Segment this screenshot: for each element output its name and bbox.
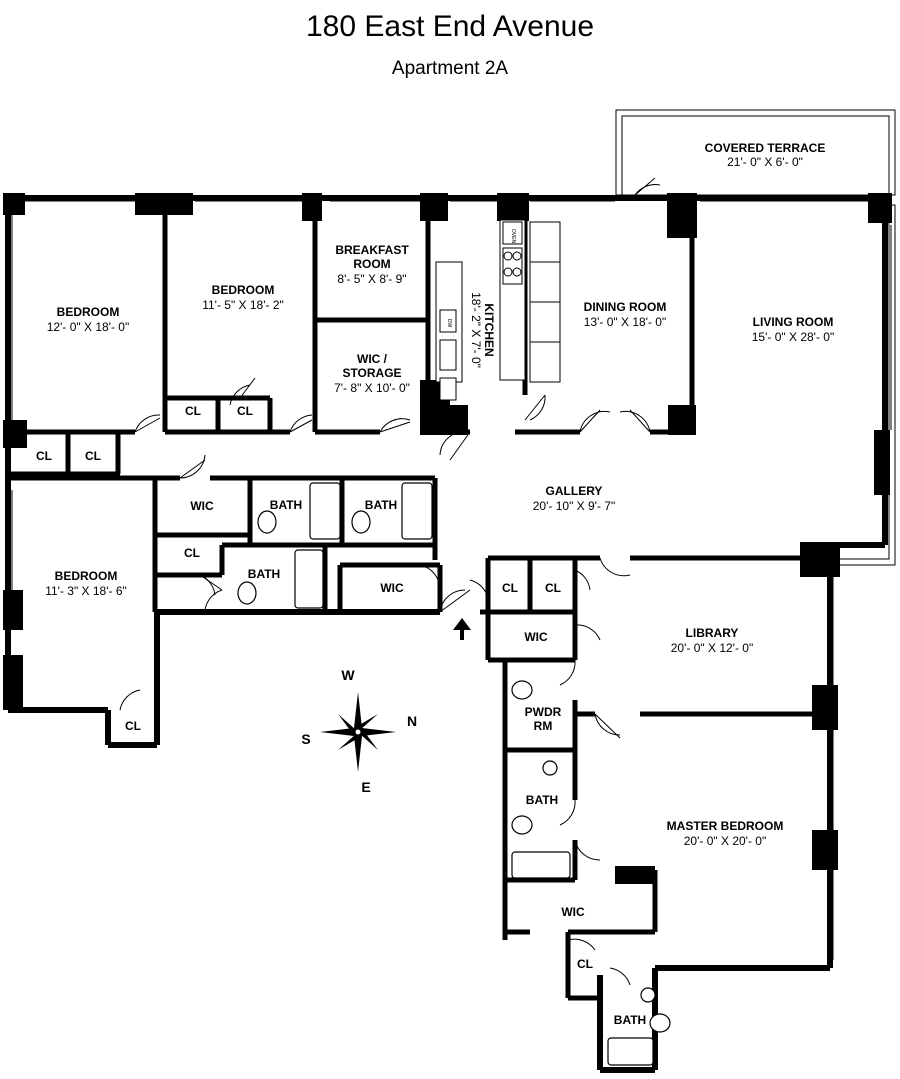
toilet-icon xyxy=(511,680,533,700)
bath-fixtures xyxy=(237,482,671,1066)
dims-gallery: 20'- 10" X 9'- 7" xyxy=(533,499,615,513)
room-gallery: GALLERY xyxy=(546,484,603,498)
room-breakfast-1: BREAKFAST xyxy=(335,243,409,257)
room-wic-storage-1: WIC / xyxy=(357,352,388,366)
dryer-icon xyxy=(439,377,457,401)
label-cl: CL xyxy=(577,957,593,971)
label-cl: CL xyxy=(85,449,101,463)
room-bedroom-1: BEDROOM xyxy=(57,305,120,319)
oven-icon xyxy=(502,221,523,245)
bathtub-icon xyxy=(294,549,324,609)
room-kitchen: KITCHEN xyxy=(482,303,496,356)
dims-dining: 13'- 0" X 18'- 0" xyxy=(584,315,666,329)
compass-n: N xyxy=(407,713,417,729)
plan-title: 180 East End Avenue xyxy=(305,10,595,43)
label-bath: BATH xyxy=(270,498,302,512)
compass-rose-icon xyxy=(320,692,396,772)
room-covered-terrace: COVERED TERRACE xyxy=(705,141,826,155)
oven-label: OVEN xyxy=(510,229,516,244)
toilet-icon xyxy=(649,1013,671,1033)
room-wic-storage-2: STORAGE xyxy=(342,366,401,380)
sink-icon xyxy=(640,987,656,1003)
room-bedroom-2: BEDROOM xyxy=(212,283,275,297)
room-breakfast-2: ROOM xyxy=(353,257,390,271)
label-wic: WIC xyxy=(190,499,214,513)
dishwasher-icon xyxy=(439,309,457,333)
dims-library: 20'- 0" X 12'- 0" xyxy=(671,641,753,655)
label-cl: CL xyxy=(545,581,561,595)
dims-living: 15'- 0" X 28'- 0" xyxy=(752,330,834,344)
sink-icon xyxy=(439,339,457,371)
label-wic: WIC xyxy=(524,630,548,644)
label-cl: CL xyxy=(185,404,201,418)
toilet-icon xyxy=(257,510,277,534)
sink-icon xyxy=(542,760,558,776)
interior-walls xyxy=(8,198,830,1001)
dims-master-bedroom: 20'- 0" X 20'- 0" xyxy=(684,834,766,848)
dims-wic-storage: 7'- 8" X 10'- 0" xyxy=(334,381,410,395)
label-wic: WIC xyxy=(380,581,404,595)
label-bath: BATH xyxy=(526,793,558,807)
room-living: LIVING ROOM xyxy=(753,315,834,329)
label-bath: BATH xyxy=(365,498,397,512)
room-pwdr-1: PWDR xyxy=(525,705,562,719)
toilet-icon xyxy=(237,581,257,605)
label-cl: CL xyxy=(36,449,52,463)
dims-bedroom-2: 11'- 5" X 18'- 2" xyxy=(202,298,284,312)
bathtub-icon xyxy=(511,851,571,879)
entrance-arrow-icon xyxy=(453,618,471,640)
label-cl: CL xyxy=(502,581,518,595)
room-master-bedroom: MASTER BEDROOM xyxy=(667,819,784,833)
bathtub-icon xyxy=(607,1037,654,1066)
kitchen-fixtures xyxy=(435,219,561,401)
compass-s: S xyxy=(301,731,310,747)
label-bath: BATH xyxy=(248,567,280,581)
toilet-icon xyxy=(351,510,371,534)
label-bath: BATH xyxy=(614,1013,646,1027)
label-cl: CL xyxy=(184,546,200,560)
dw-label: DW xyxy=(446,319,452,328)
label-cl: CL xyxy=(125,719,141,733)
label-wic: WIC xyxy=(561,905,585,919)
door-swings xyxy=(119,177,661,986)
toilet-icon xyxy=(511,815,533,835)
compass-w: W xyxy=(341,667,355,683)
label-cl: CL xyxy=(237,404,253,418)
dims-bedroom-3: 11'- 3" X 18'- 6" xyxy=(45,584,127,598)
bathtub-icon xyxy=(309,482,341,540)
room-bedroom-3: BEDROOM xyxy=(55,569,118,583)
dims-covered-terrace: 21'- 0" X 6'- 0" xyxy=(727,155,803,169)
bathtub-icon xyxy=(401,482,433,540)
dims-bedroom-1: 12'- 0" X 18'- 0" xyxy=(47,320,129,334)
compass-e: E xyxy=(361,779,370,795)
dims-breakfast: 8'- 5" X 8'- 9" xyxy=(337,272,406,286)
plan-subtitle: Apartment 2A xyxy=(391,58,509,79)
room-pwdr-2: RM xyxy=(534,719,553,733)
room-dining: DINING ROOM xyxy=(584,300,667,314)
room-library: LIBRARY xyxy=(686,626,739,640)
dims-kitchen: 18'- 2" X 7'- 0" xyxy=(469,292,483,368)
columns xyxy=(3,193,892,884)
